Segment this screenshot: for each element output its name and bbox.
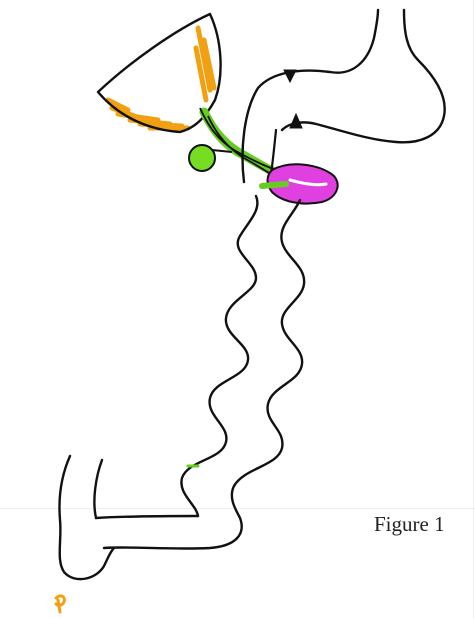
small-intestine <box>181 196 304 518</box>
large-intestine <box>59 456 241 579</box>
stomach-valve-lower <box>290 114 302 128</box>
duct-to-pancreas <box>262 184 286 186</box>
small-intestine-left-wall <box>181 196 257 516</box>
esophagus-valve-upper <box>284 70 296 82</box>
marker-scribble-mark <box>56 596 64 612</box>
small-intestine-right-wall <box>232 200 304 518</box>
gallbladder-body <box>189 145 215 171</box>
stomach <box>243 10 445 182</box>
figure-caption: Figure 1 <box>374 512 445 537</box>
marker-scribble <box>56 596 64 612</box>
gallbladder <box>189 145 232 171</box>
pancreas <box>262 164 338 203</box>
large-intestine-bottom-wall <box>104 518 242 549</box>
large-intestine-top-wall <box>96 516 198 518</box>
